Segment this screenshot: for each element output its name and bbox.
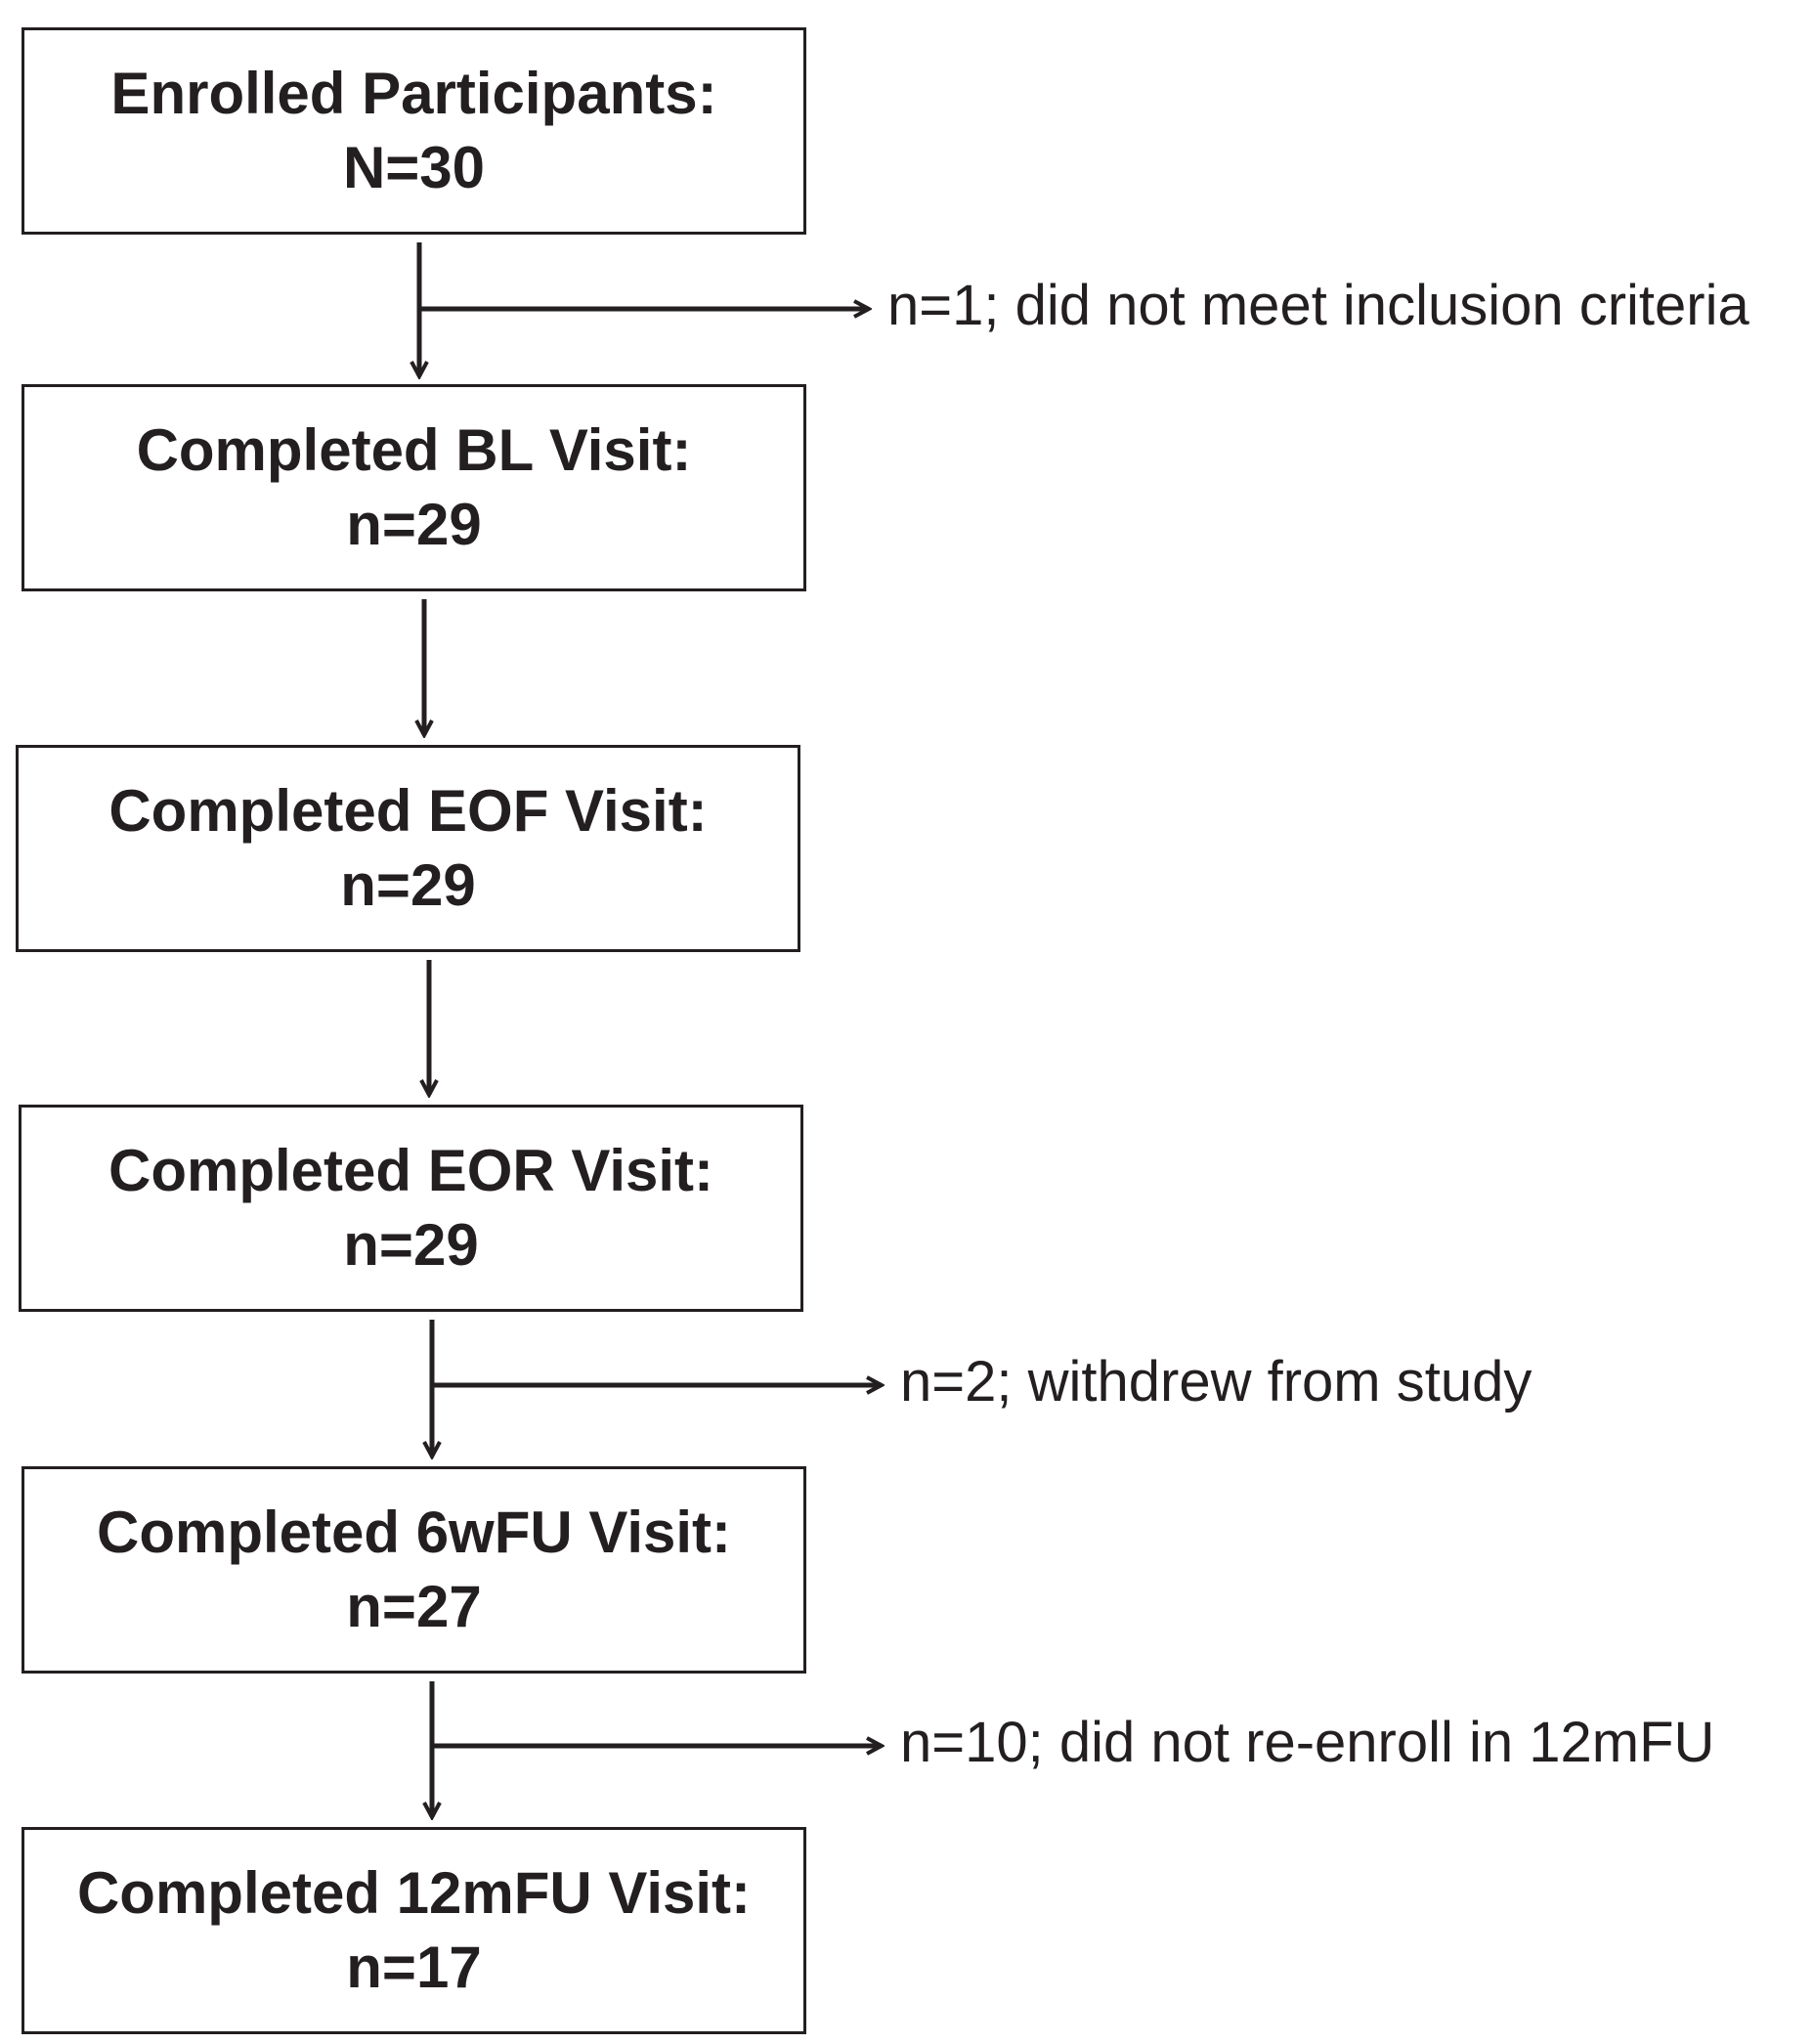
stage-count: n=29 [346,492,482,557]
stage-title: Enrolled Participants: [110,61,717,126]
exclusion-note-withdrew: n=2; withdrew from study [900,1350,1532,1413]
stage-box-eor-visit: Completed EOR Visit: n=29 [19,1105,803,1312]
stage-box-bl-visit: Completed BL Visit: n=29 [22,384,806,591]
stage-count: n=27 [346,1574,482,1639]
stage-title: Completed EOF Visit: [108,778,708,844]
stage-count: n=29 [343,1212,479,1278]
stage-count: n=29 [340,852,476,918]
stage-title: Completed EOR Visit: [108,1138,713,1203]
stage-box-12mfu-visit: Completed 12mFU Visit: n=17 [22,1827,806,2034]
stage-box-6wfu-visit: Completed 6wFU Visit: n=27 [22,1466,806,1674]
stage-count: N=30 [342,135,486,200]
stage-title: Completed BL Visit: [136,417,692,483]
stage-title: Completed 6wFU Visit: [97,1500,731,1565]
stage-count: n=17 [346,1935,482,2000]
stage-box-eof-visit: Completed EOF Visit: n=29 [16,745,800,952]
exclusion-note-not-reenrolled: n=10; did not re-enroll in 12mFU [900,1711,1715,1774]
stage-box-enrolled: Enrolled Participants: N=30 [22,27,806,235]
stage-title: Completed 12mFU Visit: [76,1860,752,1926]
exclusion-note-inclusion-criteria: n=1; did not meet inclusion criteria [887,274,1749,337]
